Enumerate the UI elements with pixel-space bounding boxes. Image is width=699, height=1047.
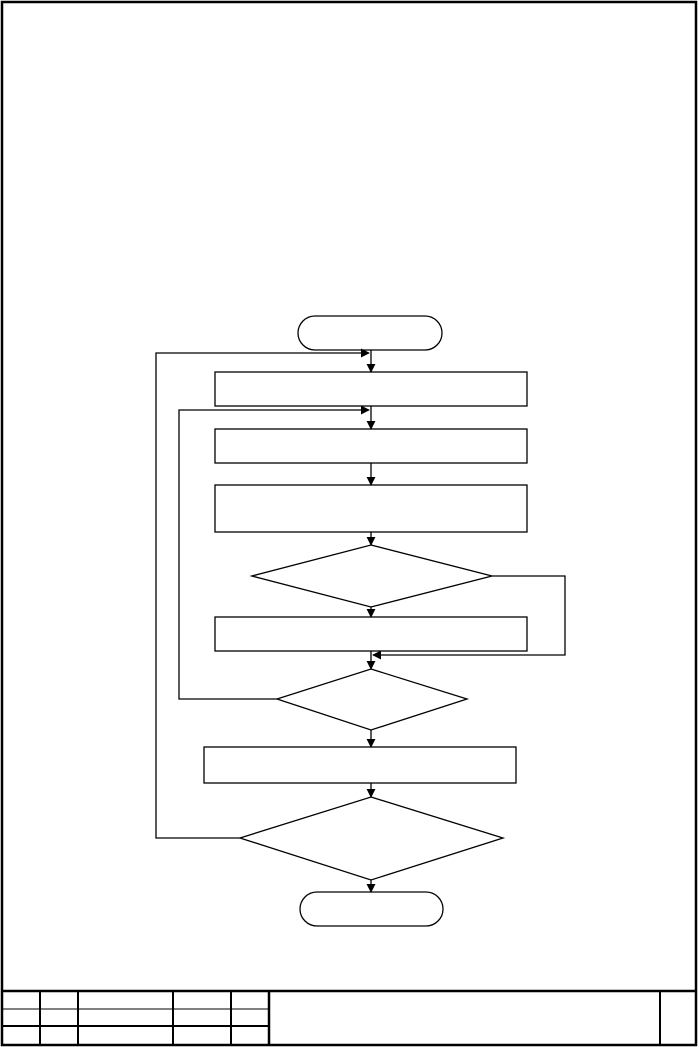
end-terminator — [299, 891, 444, 927]
start-terminator — [297, 315, 443, 351]
process-step-3 — [214, 484, 528, 533]
connectors — [155, 348, 566, 893]
edge-decision3-loop — [155, 348, 370, 839]
process-step-1 — [214, 371, 528, 407]
edge-decision1-bypass — [372, 575, 566, 660]
decision-2 — [274, 668, 470, 731]
process-step-5 — [203, 746, 517, 784]
title-block — [2, 989, 696, 1045]
process-step-2 — [214, 428, 528, 464]
process-step-4 — [214, 616, 528, 652]
flowchart — [203, 315, 528, 927]
decision-1 — [249, 544, 493, 608]
edge-decision2-loop — [178, 405, 370, 700]
decision-3 — [237, 796, 506, 881]
